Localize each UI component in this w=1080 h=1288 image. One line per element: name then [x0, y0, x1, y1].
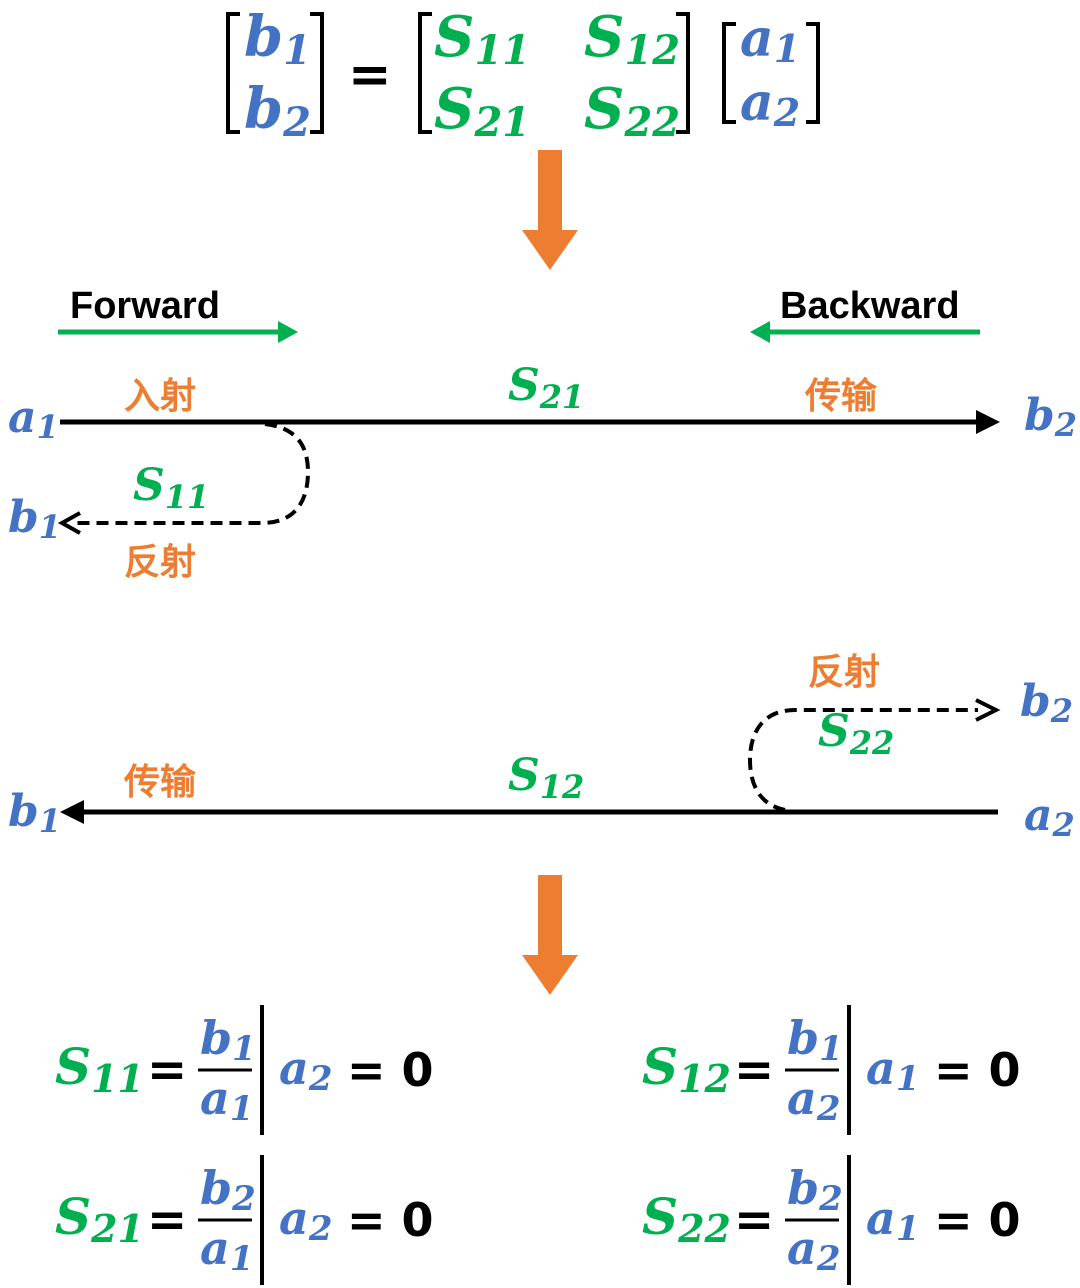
- equals-sign: =: [348, 45, 392, 105]
- condition: a1: [866, 1041, 919, 1099]
- bracket: [226, 12, 240, 134]
- bwd-input-a2: a2: [1024, 790, 1075, 844]
- numerator: b1: [200, 1011, 256, 1069]
- backward-transmission-label: 传输: [123, 762, 197, 803]
- bracket: [676, 12, 690, 134]
- zero: = 0: [934, 1043, 1021, 1097]
- definition-s11: S11 = b1 a1 a2 = 0: [55, 1005, 434, 1135]
- var-a2: a2: [740, 72, 800, 135]
- backward-reflection-path: [747, 708, 978, 812]
- var-b1: b1: [244, 4, 311, 74]
- var-b2: b2: [244, 76, 311, 146]
- bracket: [806, 22, 820, 124]
- denominator: a2: [787, 1221, 840, 1279]
- arrowhead: [976, 410, 1000, 434]
- fwd-input-a1: a1: [8, 392, 59, 446]
- bwd-param-s12: S12: [508, 750, 584, 806]
- condition: a1: [866, 1191, 919, 1249]
- equals: =: [147, 1192, 187, 1248]
- denominator: a1: [200, 1071, 253, 1129]
- condition: a2: [279, 1041, 332, 1099]
- fwd-param-s11: S11: [133, 460, 209, 516]
- zero: = 0: [934, 1193, 1021, 1247]
- definition-s21: S21 = b2 a1 a2 = 0: [55, 1155, 434, 1285]
- fwd-param-s21: S21: [508, 360, 584, 416]
- bwd-reflected-b2: b2: [1020, 676, 1073, 730]
- condition: a2: [279, 1191, 332, 1249]
- matrix-equation: [226, 12, 820, 134]
- denominator: a1: [200, 1221, 253, 1279]
- fwd-output-b2: b2: [1024, 390, 1077, 444]
- param: S22: [642, 1187, 731, 1251]
- bracket: [418, 12, 432, 134]
- numerator: b2: [200, 1161, 256, 1219]
- param-s11: S11: [434, 4, 530, 74]
- backward-label: Backward: [780, 285, 960, 327]
- forward-reflection-path: [72, 422, 311, 525]
- definition-s12: S12 = b1 a2 a1 = 0: [642, 1005, 1021, 1135]
- transmission-label: 传输: [804, 376, 878, 417]
- forward-label: Forward: [70, 285, 220, 327]
- var-a1: a1: [740, 8, 800, 71]
- forward-arrowhead: [278, 321, 298, 343]
- fwd-reflected-b1: b1: [8, 492, 61, 546]
- equals: =: [734, 1192, 774, 1248]
- arrowhead: [60, 800, 84, 824]
- zero: = 0: [347, 1193, 434, 1247]
- param-s21: S21: [434, 76, 530, 146]
- incident-label: 入射: [124, 376, 196, 417]
- zero: = 0: [347, 1043, 434, 1097]
- backward-reflection-label: 反射: [808, 652, 880, 693]
- bracket: [722, 22, 736, 124]
- equals: =: [734, 1042, 774, 1098]
- backward-arrowhead: [750, 321, 770, 343]
- bwd-output-b1: b1: [8, 786, 61, 840]
- param: S11: [55, 1037, 144, 1101]
- equals: =: [147, 1042, 187, 1098]
- open-arrowhead: [57, 511, 81, 535]
- param-s12: S12: [584, 4, 680, 74]
- denominator: a2: [787, 1071, 840, 1129]
- param: S12: [642, 1037, 731, 1101]
- numerator: b1: [787, 1011, 843, 1069]
- reflection-label: 反射: [124, 542, 196, 583]
- definition-s22: S22 = b2 a2 a1 = 0: [642, 1155, 1021, 1285]
- param: S21: [55, 1187, 144, 1251]
- bwd-param-s22: S22: [818, 706, 894, 762]
- bracket: [310, 12, 324, 134]
- open-arrowhead: [975, 698, 1001, 722]
- down-arrow-icon: [522, 150, 578, 270]
- numerator: b2: [787, 1161, 843, 1219]
- param-s22: S22: [584, 76, 680, 146]
- down-arrow-icon: [522, 875, 578, 995]
